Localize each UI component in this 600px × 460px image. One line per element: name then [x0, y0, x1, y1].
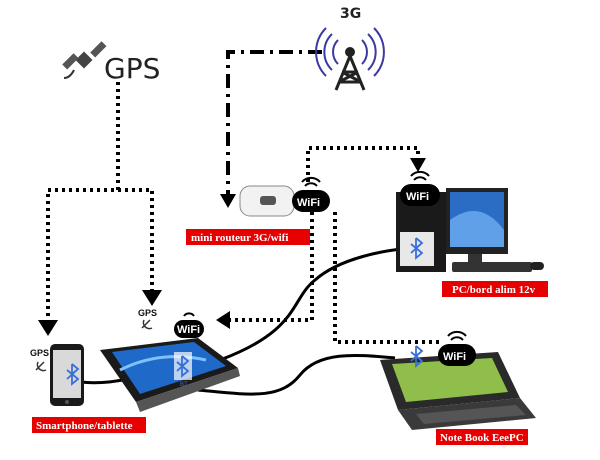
svg-text:Note Book EeePC: Note Book EeePC [440, 432, 524, 444]
bluetooth-icon [410, 345, 424, 368]
link-3g-to-router [226, 50, 322, 200]
wifi-badge-pc: WiFi [400, 170, 440, 206]
tablet [100, 338, 240, 412]
gps-label: GPS [104, 52, 160, 85]
smartphone-label: Smartphone/tablette [32, 417, 146, 433]
router-label: mini routeur 3G/wifi [186, 229, 310, 245]
bluetooth-icon [66, 363, 80, 386]
arrow-wifi-pc [410, 158, 426, 172]
arrow-gps-smartphone [38, 320, 58, 336]
link-wifi-router-netbook [333, 212, 440, 344]
arrow-3g-router [220, 194, 236, 208]
link-bt-tablet-pc [219, 246, 413, 362]
pc-label: PC/bord alim 12v [442, 281, 548, 297]
arrow-wifi-tablet [216, 311, 230, 329]
netbook-label: Note Book EeePC [436, 429, 528, 445]
svg-text:WiFi: WiFi [443, 351, 466, 363]
antenna-tower-icon [315, 27, 385, 91]
three-g-label: 3G [340, 6, 361, 22]
netbook [380, 352, 536, 430]
satellite-icon [62, 41, 107, 79]
link-gps-tablet [118, 188, 154, 292]
svg-text:BT: BT [180, 382, 188, 388]
svg-text:WiFi: WiFi [297, 197, 320, 209]
link-wifi-router-tablet [226, 212, 314, 322]
wifi-badge-router: WiFi [292, 176, 330, 212]
wifi-badge-tablet: WiFi [174, 312, 204, 338]
svg-text:PC/bord alim 12v: PC/bord alim 12v [452, 284, 536, 296]
wifi-badge-netbook: WiFi [438, 330, 476, 366]
link-bt-tablet-netbook [197, 353, 396, 396]
gps-receiver-icon: GPS [138, 308, 157, 330]
bluetooth-icon [410, 237, 424, 260]
svg-text:GPS: GPS [138, 308, 157, 318]
gps-receiver-icon: GPS [30, 348, 49, 372]
smartphone [50, 344, 84, 406]
svg-text:WiFi: WiFi [177, 324, 200, 336]
bluetooth-icon: BT [174, 352, 192, 388]
svg-text:Smartphone/tablette: Smartphone/tablette [36, 420, 133, 432]
link-gps-smartphone [46, 82, 120, 322]
arrow-gps-tablet [142, 290, 162, 306]
link-wifi-router-pc [306, 146, 420, 182]
mini-router [239, 185, 295, 217]
svg-text:WiFi: WiFi [406, 191, 429, 203]
svg-text:GPS: GPS [30, 348, 49, 358]
svg-text:mini routeur 3G/wifi: mini routeur 3G/wifi [191, 232, 288, 244]
